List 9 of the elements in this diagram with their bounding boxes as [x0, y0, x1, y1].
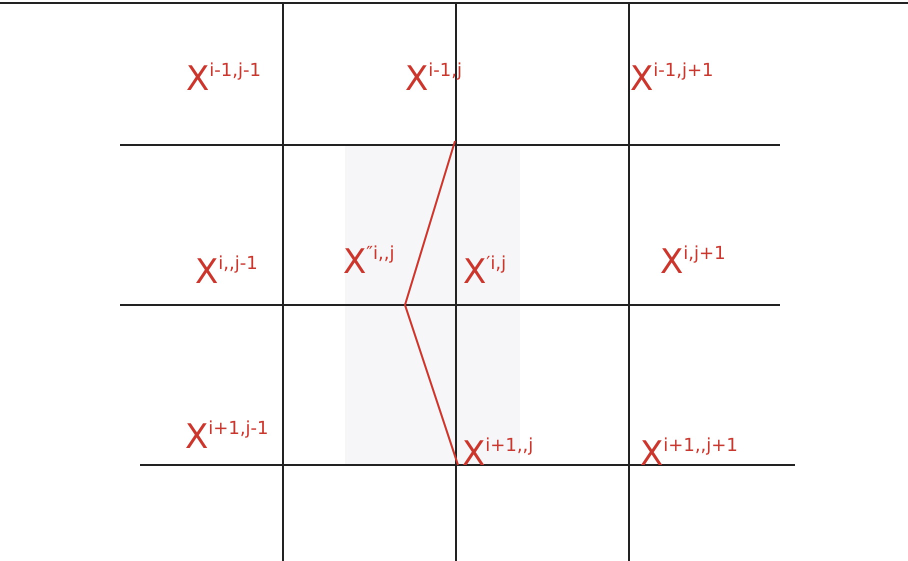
grid-point-label: X$^{i-1,j+1}$ — [630, 62, 714, 96]
grid-point-label: X$^{i-1,j-1}$ — [186, 62, 261, 96]
grid-point-label: X$^{i,,j-1}$ — [195, 255, 258, 289]
grid-point-label: X$^{i+1,,j+1}$ — [640, 437, 738, 471]
grid-point-label: X$^{″i,,j}$ — [343, 245, 394, 279]
grid-point-label: X$^{i+1,j-1}$ — [185, 420, 269, 454]
grid-point-label: X$^{i+1,,j}$ — [462, 437, 534, 471]
grid-point-label: X$^{′i,j}$ — [463, 255, 506, 289]
grid-point-label: X$^{i,j+1}$ — [660, 245, 726, 279]
